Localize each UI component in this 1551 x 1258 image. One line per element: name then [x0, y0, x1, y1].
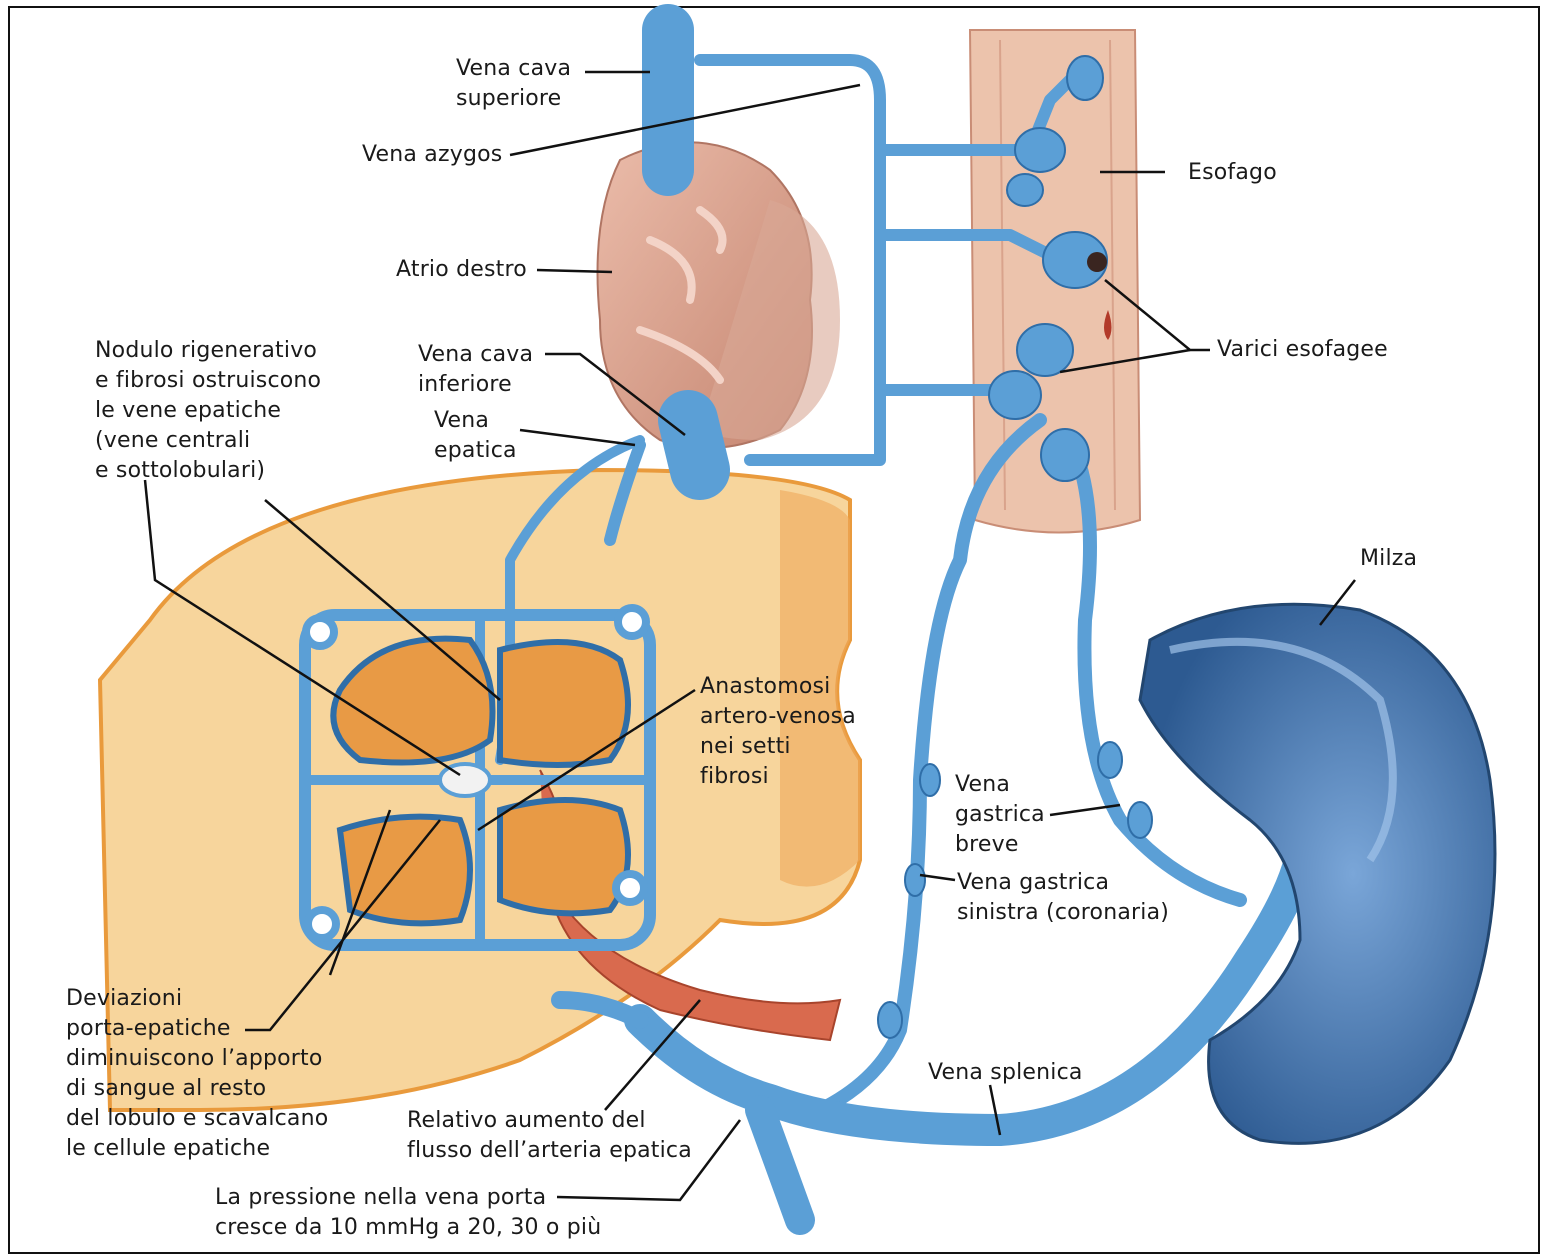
- label-anastomosi: Anastomosi artero-venosa nei setti fibro…: [700, 672, 856, 792]
- label-relativo-aumento: Relativo aumento del flusso dell’arteria…: [407, 1106, 692, 1166]
- label-milza: Milza: [1360, 544, 1417, 574]
- label-vena-splenica: Vena splenica: [928, 1058, 1083, 1088]
- label-varici-esofagee: Varici esofagee: [1217, 335, 1388, 365]
- label-esofago: Esofago: [1188, 158, 1277, 188]
- label-vena-azygos: Vena azygos: [362, 140, 502, 170]
- label-vena-cava-inferiore: Vena cava inferiore: [418, 340, 533, 400]
- label-deviazioni: Deviazioni porta-epatiche diminuiscono l…: [66, 984, 328, 1164]
- label-vena-gastrica-sinistra: Vena gastrica sinistra (coronaria): [957, 868, 1169, 928]
- label-atrio-destro: Atrio destro: [396, 255, 527, 285]
- label-nodulo-rigenerativo: Nodulo rigenerativo e fibrosi ostruiscon…: [95, 336, 321, 486]
- right-atrium: [598, 142, 841, 448]
- label-vena-cava-superiore: Vena cava superiore: [456, 54, 571, 114]
- label-pressione: La pressione nella vena porta cresce da …: [215, 1183, 601, 1243]
- label-vena-gastrica-breve: Vena gastrica breve: [955, 770, 1045, 860]
- label-vena-epatica: Vena epatica: [434, 406, 517, 466]
